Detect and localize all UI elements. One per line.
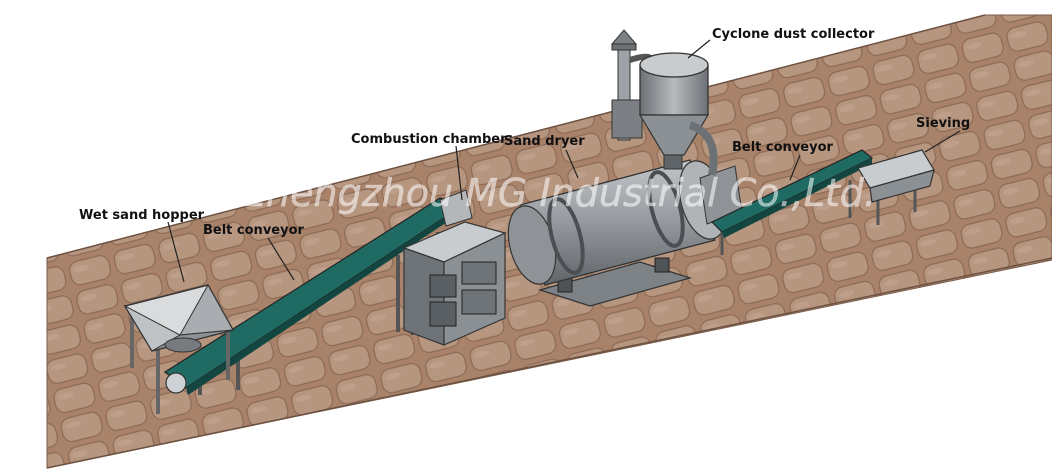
label-leader-lines (167, 39, 961, 283)
cyclone-dust-collector (610, 29, 718, 176)
label-cyclone-dust-collector: Cyclone dust collector (712, 27, 875, 42)
combustion-chamber (402, 189, 507, 346)
label-wet-sand-hopper: Wet sand hopper (79, 208, 205, 223)
label-combustion-chamber: Combustion chamber (351, 132, 507, 147)
label-belt-conveyor-left: Belt conveyor (203, 223, 305, 238)
left-belt-conveyor (163, 197, 464, 395)
label-belt-conveyor-right: Belt conveyor (732, 140, 834, 155)
sand-dryer-drum (507, 159, 743, 307)
wet-sand-hopper (123, 283, 235, 414)
label-sieving: Sieving (916, 116, 970, 131)
watermark-text: Zhengzhou MG Industrial Co.,Ltd. (239, 171, 876, 215)
right-belt-conveyor (710, 149, 874, 255)
sieving-machine (857, 149, 935, 225)
label-sand-dryer: Sand dryer (504, 134, 585, 149)
